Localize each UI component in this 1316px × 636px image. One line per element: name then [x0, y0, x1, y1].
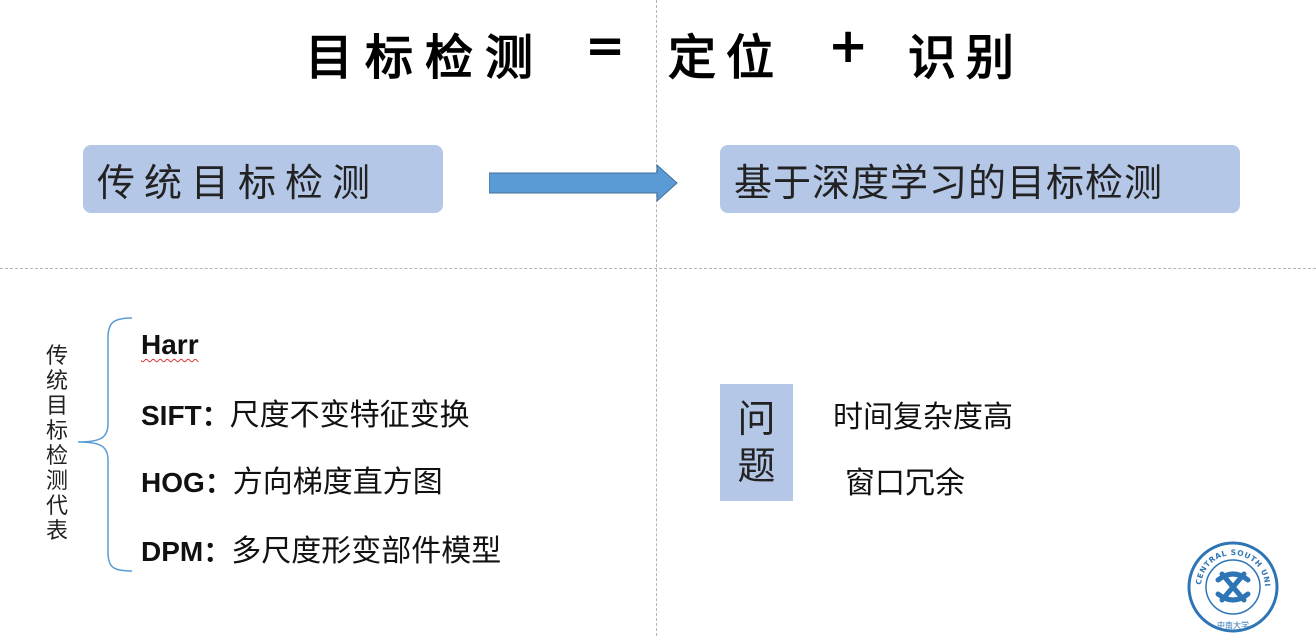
method-sift: SIFT：尺度不变特征变换	[141, 390, 470, 434]
side-label-traditional-representatives: 传统目标检测代表	[46, 344, 69, 544]
slide-title: 目标检测 = 定位 + 识别	[0, 10, 1316, 86]
method-name: DPM：	[141, 536, 232, 567]
method-harr: Harr	[141, 328, 199, 361]
title-localization: 定位	[668, 30, 785, 86]
left-brace-icon	[77, 317, 133, 572]
title-recognition: 识别	[908, 30, 1025, 86]
problem-item-time-complexity: 时间复杂度高	[833, 400, 1013, 435]
method-description: 尺度不变特征变换	[229, 398, 470, 433]
title-plus: +	[828, 18, 869, 74]
right-arrow-icon	[489, 163, 678, 203]
traditional-detection-box: 传统目标检测	[83, 145, 443, 213]
method-name: SIFT：	[141, 400, 230, 431]
title-object-detection: 目标检测	[305, 30, 546, 86]
logo-mark: 中南大学	[1217, 620, 1249, 630]
deep-learning-detection-box: 基于深度学习的目标检测	[720, 145, 1240, 213]
problem-item-window-redundancy: 窗口冗余	[845, 466, 965, 501]
vertical-divider	[656, 0, 657, 636]
university-logo-icon: CENTRAL SOUTH UNIVERSITY 中南大学	[1186, 540, 1279, 633]
method-dpm: DPM：多尺度形变部件模型	[141, 526, 501, 570]
method-name: HOG：	[141, 467, 233, 498]
method-hog: HOG：方向梯度直方图	[141, 457, 443, 501]
method-description: 方向梯度直方图	[232, 465, 443, 500]
method-name: Harr	[141, 329, 199, 360]
problem-label-box: 问题	[720, 384, 793, 501]
title-equals: =	[585, 18, 626, 74]
problem-label: 问题	[737, 396, 776, 488]
horizontal-divider	[0, 268, 1316, 269]
method-description: 多尺度形变部件模型	[231, 534, 502, 569]
